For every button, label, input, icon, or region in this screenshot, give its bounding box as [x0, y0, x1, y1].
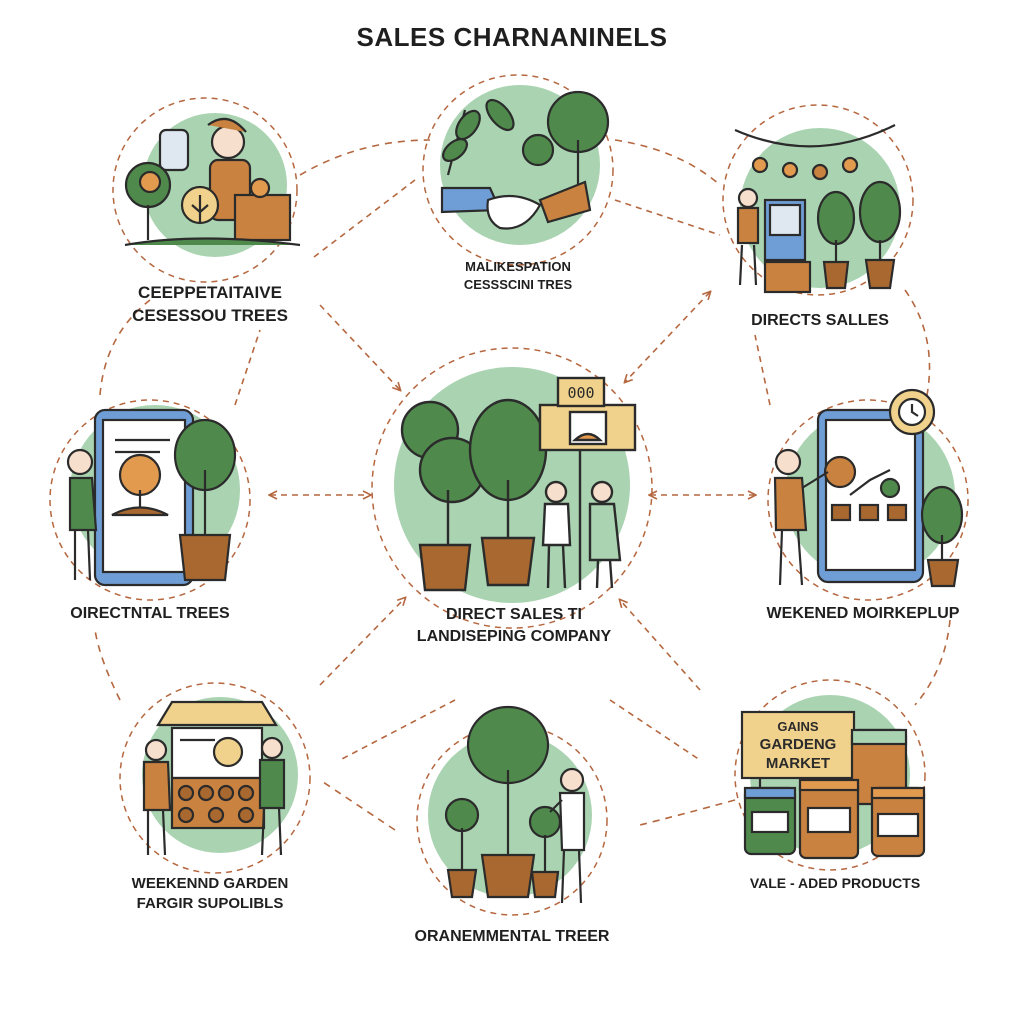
spoke-arrows [234, 179, 771, 761]
label-top-line-1: MALIKESPATION [465, 259, 571, 274]
label-left: OIRECTNTAL TREES [40, 603, 260, 625]
person-inspecting-potted-trees-icon [444, 705, 586, 904]
jars-of-preserves-icon: GAINS GARDENG MARKET [740, 710, 926, 860]
market-sign-line-1: GAINS [777, 719, 819, 734]
potted-trees-with-people-and-sign-icon: 000 [400, 376, 637, 592]
label-center-line-2: LANDISEPING COMPANY [416, 627, 612, 645]
market-sign-line-3: MARKET [766, 755, 830, 772]
label-bottom-left-line-1: WEEKENND GARDEN [131, 875, 289, 892]
node-left [49, 399, 251, 601]
label-top-right-line-1: DIRECTS SALLES [751, 312, 889, 329]
label-bottom-left-line-2: FARGIR SUPOLIBLS [136, 895, 284, 913]
market-stall-icon [142, 700, 286, 856]
farmers-with-trees-icon [124, 117, 301, 247]
node-bottom-left [119, 682, 311, 874]
node-bottom [416, 705, 608, 916]
label-left-line-1: OIRECTNTAL TREES [70, 605, 230, 622]
label-bottom-right: VALE - ADED PRODUCTS [725, 874, 945, 893]
phone-with-tree-listing-icon [66, 408, 237, 587]
tablet-marketplace-icon [773, 388, 964, 588]
label-top: MALIKESPATION CESSSCINI TRES [398, 258, 638, 293]
node-bottom-right: GAINS GARDENG MARKET [734, 679, 926, 871]
node-top-right [722, 104, 914, 296]
market-sign-line-2: GARDENG [760, 736, 837, 753]
vendor-with-potted-trees-icon [734, 124, 902, 294]
node-right [767, 388, 969, 601]
label-right-line-1: WEKENED MOIRKEPLUP [766, 605, 960, 622]
label-bottom: ORANEMMENTAL TREER [392, 926, 632, 948]
label-top-line-2: CESSSCINI TRES [463, 276, 573, 292]
label-top-left: CEEPPETAITAIVE CESESSOU TREES [95, 282, 325, 328]
label-right: WEKENED MOIRKEPLUP [752, 603, 974, 625]
label-bottom-left: WEEKENND GARDEN FARGIR SUPOLIBLS [100, 874, 320, 915]
label-center-line-1: DIRECT SALES TI [445, 606, 582, 623]
label-top-left-line-2: CESESSOU TREES [132, 305, 288, 325]
node-top-left [112, 97, 301, 283]
handshake-with-trees-icon [440, 90, 610, 230]
label-center: DIRECT SALES TI LANDISEPING COMPANY [382, 604, 646, 647]
ring-connectors [94, 139, 951, 831]
label-top-left-line-1: CEEPPETAITAIVE [138, 283, 282, 302]
center-sign-text: 000 [567, 384, 594, 402]
label-bottom-right-line-1: VALE - ADED PRODUCTS [749, 875, 921, 891]
label-bottom-line-1: ORANEMMENTAL TREER [414, 928, 610, 945]
node-center: 000 [371, 347, 653, 629]
node-top [422, 74, 614, 266]
label-top-right: DIRECTS SALLES [715, 310, 925, 332]
diagram-title: SALES CHARNANINELS [356, 22, 668, 52]
